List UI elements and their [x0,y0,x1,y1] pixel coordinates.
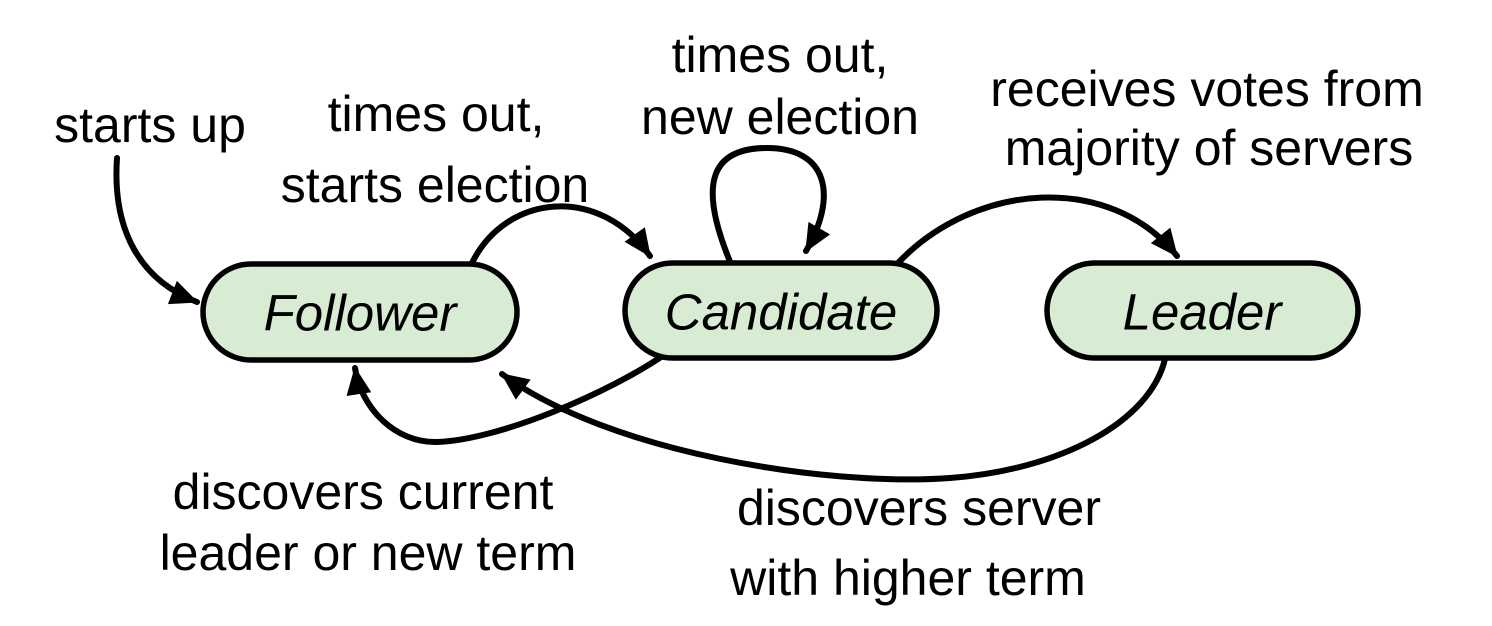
edge-candidate-self-loop-label-line1: times out, [672,27,889,83]
edge-candidate-to-follower-arrow [346,352,667,446]
edge-candidate-self-loop-arrow [709,144,831,267]
edge-candidate-to-leader-label: receives votes from majority of servers [990,61,1423,176]
edge-candidate-to-follower-label-line2: leader or new term [160,525,577,581]
edge-leader-to-follower-label-line2: with higher term [729,550,1086,606]
node-candidate: Candidate [622,260,940,361]
edge-candidate-to-leader-label-line1: receives votes from [990,61,1423,117]
node-leader: Leader [1044,260,1361,361]
edge-follower-to-candidate-arrow [469,203,653,266]
node-candidate-label: Candidate [665,284,898,341]
node-follower-shape [200,261,520,363]
edge-follower-to-candidate-label-line1: times out, [328,86,545,142]
edge-starts-up-label: starts up [54,97,246,153]
node-follower-label: Follower [264,285,459,342]
node-follower: Follower [200,261,520,363]
edge-starts-up-arrow [113,155,200,305]
edge-candidate-to-follower-label: discovers current leader or new term [160,464,577,581]
node-leader-shape [1044,260,1361,361]
edge-candidate-to-leader-arrow [895,194,1180,266]
edge-leader-to-follower-label: discovers server with higher term [729,480,1101,606]
edge-candidate-self-loop-label-line2: new election [641,89,919,145]
edge-candidate-to-leader-label-line2: majority of servers [1005,120,1413,176]
edge-candidate-self-loop-label: times out, new election [641,27,919,145]
node-candidate-shape [622,260,940,361]
edge-candidate-to-follower-label-line1: discovers current [173,464,554,520]
edge-follower-to-candidate-label: times out, starts election [281,86,589,213]
edge-follower-to-candidate-label-line2: starts election [281,157,589,213]
node-leader-label: Leader [1123,284,1284,341]
edge-leader-to-follower-label-line1: discovers server [737,480,1101,536]
edge-leader-to-follower-arrow [499,356,1168,483]
